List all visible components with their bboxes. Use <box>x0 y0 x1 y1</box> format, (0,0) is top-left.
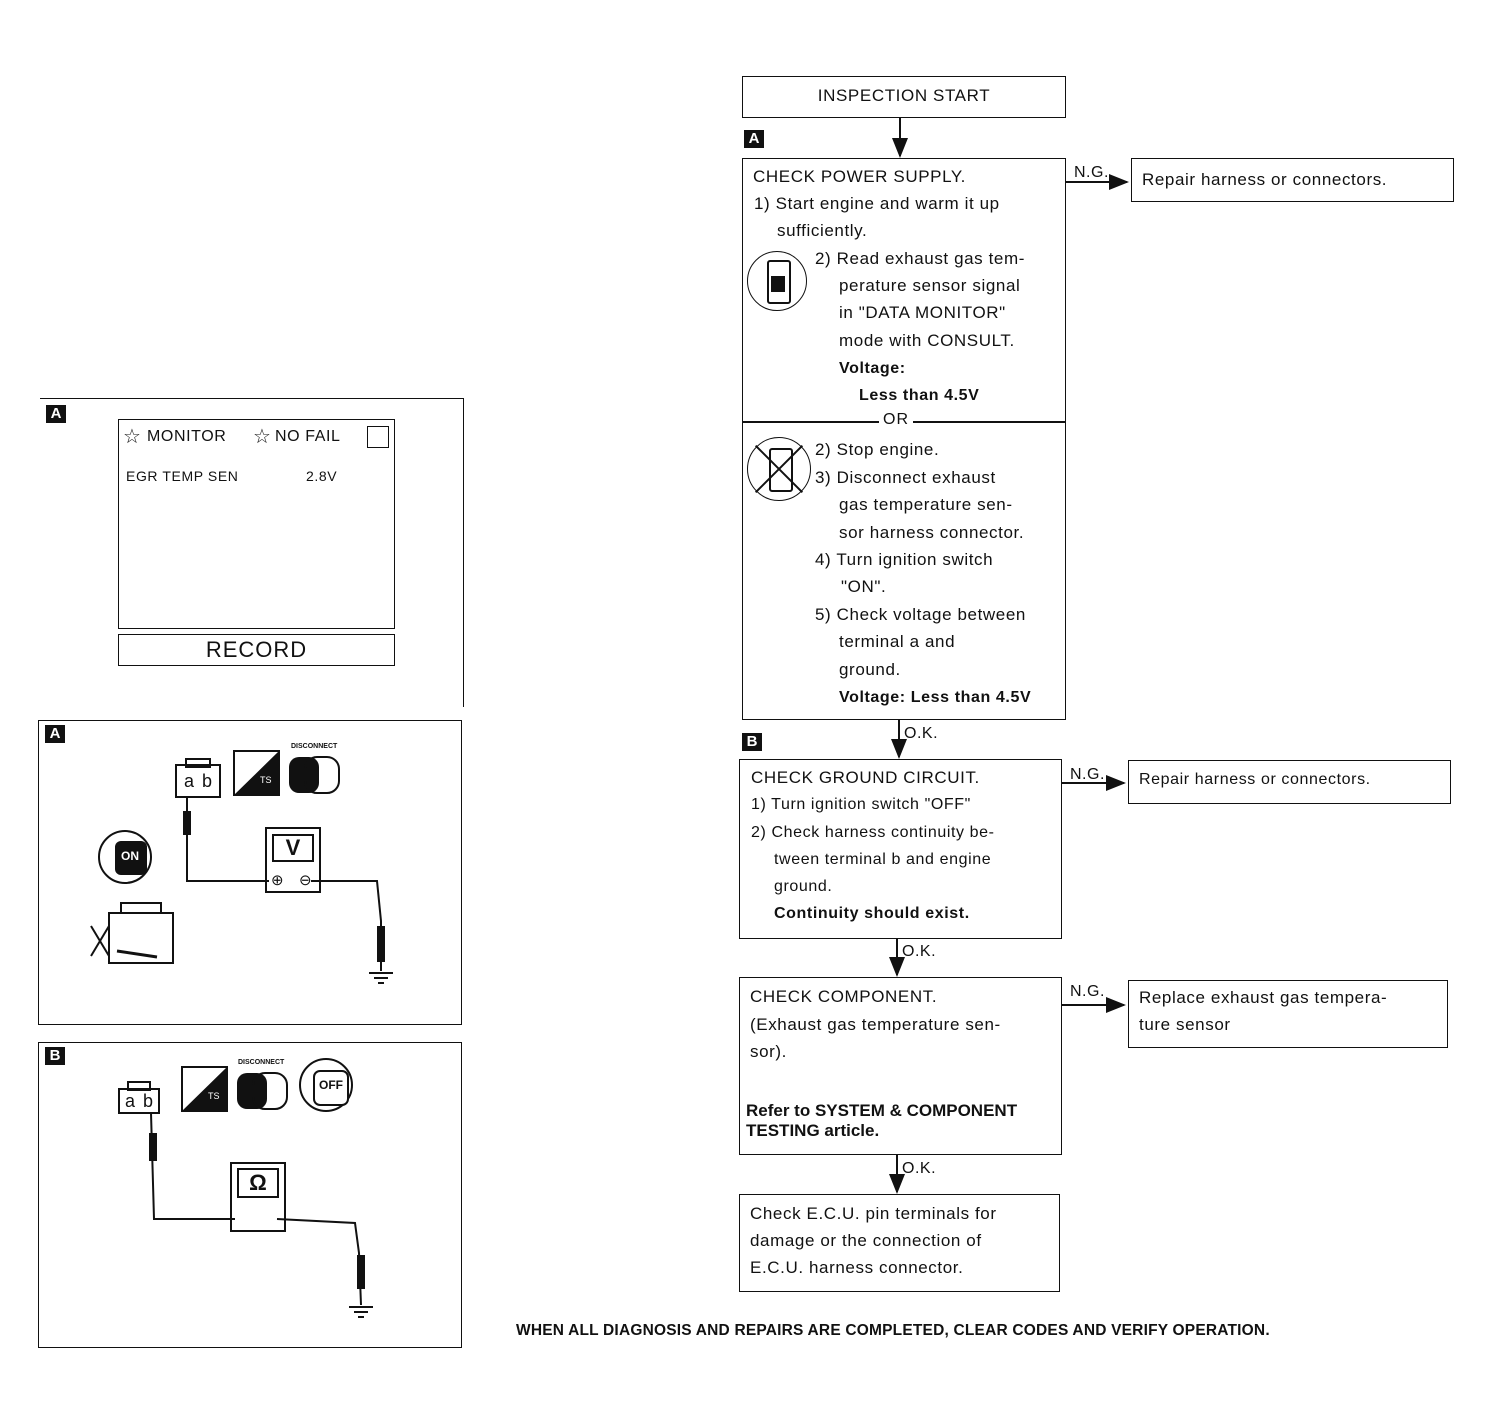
panel-tag: A <box>46 405 66 423</box>
step-c-reference: TESTING article. <box>746 1121 880 1140</box>
step-c-ng-box: Replace exhaust gas tempera- ture sensor <box>1128 980 1448 1048</box>
inspection-start-label: INSPECTION START <box>817 86 991 105</box>
sensor-value: 2.8V <box>306 468 338 484</box>
step-a-line: in "DATA MONITOR" <box>839 303 1006 322</box>
inspection-start-box: INSPECTION START <box>742 76 1066 118</box>
step-a-voltage2: Voltage: Less than 4.5V <box>839 689 1032 706</box>
final-line: E.C.U. harness connector. <box>750 1258 964 1277</box>
panel-b-continuity-check: B a b Ω TS DISCONNECT OFF <box>38 1042 462 1348</box>
panel-a-consult: A ☆ MONITOR ☆ NO FAIL EGR TEMP SEN 2.8V … <box>40 398 464 707</box>
step-c-box: CHECK COMPONENT. (Exhaust gas temperatur… <box>739 977 1062 1155</box>
step-c-line: sor). <box>750 1042 787 1061</box>
ignition-off-icon: OFF <box>319 1078 343 1092</box>
ok-label: O.K. <box>904 725 939 742</box>
terminal-a-label: a <box>125 1091 136 1111</box>
consult-icon <box>747 251 807 311</box>
ok-label: O.K. <box>902 943 937 960</box>
step-b-box: CHECK GROUND CIRCUIT. 1) Turn ignition s… <box>739 759 1062 939</box>
step-b-title: CHECK GROUND CIRCUIT. <box>751 768 980 787</box>
connector-icon <box>176 765 220 797</box>
voltmeter-icon: V <box>285 835 301 860</box>
ground-icon <box>369 969 393 985</box>
plus-terminal-icon: ⊕ <box>271 872 284 889</box>
step-b-line: 1) Turn ignition switch "OFF" <box>751 796 971 813</box>
no-consult-icon <box>747 437 811 501</box>
disconnect-label: DISCONNECT <box>291 743 338 750</box>
step-a-line: 4) Turn ignition switch <box>815 550 994 569</box>
step-a-line: sufficiently. <box>777 221 868 240</box>
ohmmeter-icon: Ω <box>249 1170 267 1195</box>
star-icon: ☆ <box>253 426 271 448</box>
step-a-title: CHECK POWER SUPPLY. <box>753 167 966 186</box>
step-a-line: 3) Disconnect exhaust <box>815 468 996 487</box>
step-c-ng-action: ture sensor <box>1139 1015 1231 1034</box>
record-label: RECORD <box>205 637 308 662</box>
step-a-line: 5) Check voltage between <box>815 605 1026 624</box>
step-a-line: 1) Start engine and warm it up <box>754 194 1000 213</box>
ng-label: N.G. <box>1070 983 1105 1000</box>
final-line: Check E.C.U. pin terminals for <box>750 1204 997 1223</box>
record-indicator-box <box>367 426 389 448</box>
step-b-line: ground. <box>774 878 833 895</box>
no-fail-label: NO FAIL <box>275 428 341 445</box>
step-a-box: CHECK POWER SUPPLY. 1) Start engine and … <box>742 158 1066 720</box>
panel-tag: B <box>45 1047 65 1065</box>
ts-label: TS <box>260 775 272 785</box>
step-c-line: (Exhaust gas temperature sen- <box>750 1015 1001 1034</box>
disconnect-label: DISCONNECT <box>238 1059 285 1066</box>
panel-tag: A <box>45 725 65 743</box>
step-b-tag: B <box>742 733 762 751</box>
step-a-ng-action: Repair harness or connectors. <box>1142 170 1388 189</box>
step-a-line: sor harness connector. <box>839 523 1025 542</box>
step-a-line: "ON". <box>841 577 887 596</box>
terminal-b-label: b <box>202 771 213 791</box>
step-a-line: 2) Read exhaust gas tem- <box>815 249 1025 268</box>
step-a-line: ground. <box>839 660 901 679</box>
ng-label: N.G. <box>1074 164 1109 181</box>
step-a-line: terminal a and <box>839 632 956 651</box>
engine-icon <box>91 903 173 963</box>
step-c-title: CHECK COMPONENT. <box>750 987 938 1006</box>
ok-label: O.K. <box>902 1160 937 1177</box>
ng-label: N.G. <box>1070 766 1105 783</box>
record-button[interactable]: RECORD <box>118 634 395 666</box>
monitor-label: MONITOR <box>147 428 227 445</box>
step-a-voltage-value: Less than 4.5V <box>859 387 980 404</box>
ignition-on-icon: ON <box>121 849 139 863</box>
panel-a-voltage-check: A a b V ⊕ ⊖ TS DISCONNECT ON <box>38 720 462 1025</box>
step-a-line: mode with CONSULT. <box>839 331 1015 350</box>
step-a-line: 2) Stop engine. <box>815 440 940 459</box>
final-check-box: Check E.C.U. pin terminals for damage or… <box>739 1194 1060 1292</box>
step-c-ng-action: Replace exhaust gas tempera- <box>1139 988 1388 1007</box>
step-a-voltage-label: Voltage: <box>839 360 906 377</box>
step-b-ng-box: Repair harness or connectors. <box>1128 760 1451 804</box>
step-c-reference: Refer to SYSTEM & COMPONENT <box>746 1101 1018 1120</box>
sensor-name: EGR TEMP SEN <box>126 468 239 484</box>
step-a-ng-box: Repair harness or connectors. <box>1131 158 1454 202</box>
step-b-line: 2) Check harness continuity be- <box>751 824 995 841</box>
ts-label: TS <box>208 1091 220 1101</box>
ground-icon <box>349 1303 373 1319</box>
footer-note: WHEN ALL DIAGNOSIS AND REPAIRS ARE COMPL… <box>516 1322 1270 1339</box>
star-icon: ☆ <box>123 426 141 448</box>
consult-screen: ☆ MONITOR ☆ NO FAIL EGR TEMP SEN 2.8V <box>118 419 395 629</box>
step-a-line: gas temperature sen- <box>839 495 1013 514</box>
step-b-ng-action: Repair harness or connectors. <box>1139 771 1371 788</box>
terminal-a-label: a <box>184 771 195 791</box>
final-line: damage or the connection of <box>750 1231 982 1250</box>
terminal-b-label: b <box>143 1091 154 1111</box>
minus-terminal-icon: ⊖ <box>299 872 312 889</box>
step-b-continuity: Continuity should exist. <box>774 905 970 922</box>
step-a-line: perature sensor signal <box>839 276 1021 295</box>
or-label: OR <box>879 411 913 429</box>
step-a-tag: A <box>744 130 764 148</box>
step-b-line: tween terminal b and engine <box>774 851 992 868</box>
